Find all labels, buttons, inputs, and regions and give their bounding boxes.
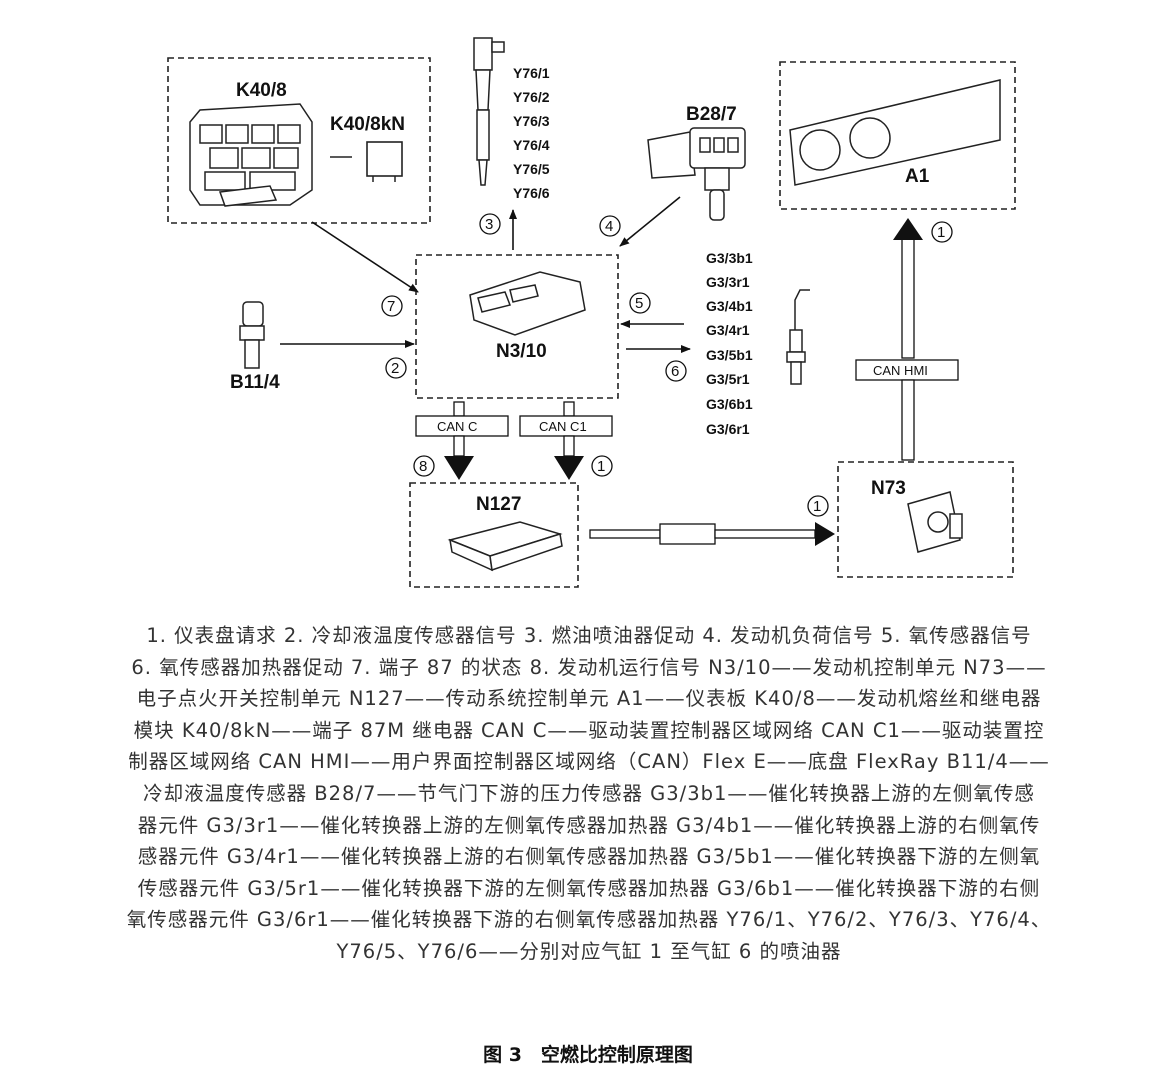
- legend-line: 传感器元件 G3/5r1——催化转换器下游的左侧氧传感器加热器 G3/6b1——…: [137, 876, 1041, 900]
- n127-control-unit: N127: [409, 482, 579, 588]
- step-6-badge: 6: [665, 360, 687, 382]
- transmission-module-icon: [447, 521, 563, 572]
- ecu-icon: [469, 271, 586, 336]
- n73-label: N73: [871, 478, 906, 499]
- legend-line: 感器元件 G3/4r1——催化转换器上游的右侧氧传感器加热器 G3/5b1——催…: [137, 845, 1041, 869]
- svg-text:2: 2: [391, 360, 399, 377]
- n127-label: N127: [476, 494, 521, 515]
- coolant-sensor-icon: [239, 301, 265, 369]
- pressure-sensor-icon: [647, 127, 746, 221]
- fuse-relay-module-icon: [189, 103, 313, 207]
- y76-1-label: Y76/1: [513, 65, 550, 81]
- svg-text:6: 6: [671, 363, 679, 380]
- step-5-badge: 5: [629, 292, 651, 314]
- g3-6r1-label: G3/6r1: [706, 421, 750, 437]
- flexray-link: [589, 522, 835, 546]
- g3-4r1-label: G3/4r1: [706, 322, 750, 338]
- g3-4b1-label: G3/4b1: [706, 298, 753, 314]
- k40-8-module: K40/8 K40/8kN: [167, 57, 431, 224]
- legend-line: Y76/5、Y76/6——分别对应气缸 1 至气缸 6 的喷油器: [336, 939, 842, 963]
- step-4-badge: 4: [599, 215, 621, 237]
- injector-labels: Y76/1 Y76/2 Y76/3 Y76/4 Y76/5 Y76/6: [513, 65, 550, 201]
- b11-4-label: B11/4: [230, 372, 280, 393]
- y76-5-label: Y76/5: [513, 161, 550, 177]
- o2-sensor-icon: [786, 289, 810, 385]
- o2-sensor-labels: G3/3b1 G3/3r1 G3/4b1 G3/4r1 G3/5b1 G3/5r…: [706, 250, 753, 437]
- g3-5b1-label: G3/5b1: [706, 347, 753, 363]
- step-1-hmi-badge: 1: [931, 221, 953, 243]
- step-3-badge: 3: [479, 213, 501, 235]
- can-hmi-label: CAN HMI: [873, 363, 928, 378]
- svg-text:1: 1: [813, 498, 821, 515]
- can-c1-label: CAN C1: [539, 419, 587, 434]
- step-1-can-c1-badge: 1: [591, 455, 613, 477]
- fuel-injector-icon: [473, 37, 505, 186]
- legend-line: 电子点火开关控制单元 N127——传动系统控制单元 A1——仪表板 K40/8—…: [136, 687, 1042, 711]
- arrow-terminal: [311, 221, 419, 293]
- svg-text:8: 8: [419, 458, 427, 475]
- can-c-bus: CAN C: [415, 401, 509, 480]
- svg-text:4: 4: [605, 218, 613, 235]
- legend-line: 6. 氧传感器加热器促动 7. 端子 87 的状态 8. 发动机运行信号 N3/…: [131, 655, 1047, 679]
- b28-7-label: B28/7: [686, 104, 737, 125]
- y76-2-label: Y76/2: [513, 89, 550, 105]
- legend-line: 氧传感器元件 G3/6r1——催化转换器下游的右侧氧传感器加热器 Y76/1、Y…: [126, 908, 1052, 932]
- can-hmi-bus: CAN HMI: [855, 218, 959, 461]
- k40-8kn-label: K40/8kN: [330, 114, 405, 135]
- svg-text:1: 1: [597, 458, 605, 475]
- ignition-switch-icon: [907, 491, 963, 553]
- svg-text:1: 1: [937, 224, 945, 241]
- y76-3-label: Y76/3: [513, 113, 550, 129]
- figure-caption: 图 3 空燃比控制原理图: [483, 1044, 693, 1066]
- instrument-cluster-icon: [789, 79, 1001, 186]
- g3-3b1-label: G3/3b1: [706, 250, 753, 266]
- legend-line: 模块 K40/8kN——端子 87M 继电器 CAN C——驱动装置控制器区域网…: [133, 718, 1045, 742]
- legend-line: 1. 仪表盘请求 2. 冷却液温度传感器信号 3. 燃油喷油器促动 4. 发动机…: [146, 624, 1032, 647]
- g3-5r1-label: G3/5r1: [706, 371, 750, 387]
- control-diagram: K40/8 K40/8kN Y76/1 Y76/2 Y76/3 Y76/4 Y7…: [167, 37, 1016, 588]
- relay-icon: [366, 141, 403, 182]
- n3-10-control-unit: N3/10: [415, 254, 619, 399]
- legend: 1. 仪表盘请求 2. 冷却液温度传感器信号 3. 燃油喷油器促动 4. 发动机…: [14, 620, 1164, 968]
- step-1-flexray-badge: 1: [807, 495, 829, 517]
- g3-3r1-label: G3/3r1: [706, 274, 750, 290]
- legend-line: 冷却液温度传感器 B28/7——节气门下游的压力传感器 G3/3b1——催化转换…: [143, 781, 1035, 805]
- can-c1-bus: CAN C1: [519, 401, 613, 480]
- a1-instrument-panel: A1: [779, 61, 1016, 210]
- g3-6b1-label: G3/6b1: [706, 396, 753, 412]
- can-c-label: CAN C: [437, 419, 477, 434]
- step-8-badge: 8: [413, 455, 435, 477]
- k40-8-label: K40/8: [236, 80, 287, 101]
- svg-text:7: 7: [387, 298, 395, 315]
- step-2-badge: 2: [385, 357, 407, 379]
- y76-6-label: Y76/6: [513, 185, 550, 201]
- n3-10-label: N3/10: [496, 341, 547, 362]
- step-7-badge: 7: [381, 295, 403, 317]
- y76-4-label: Y76/4: [513, 137, 550, 153]
- legend-line: 制器区域网络 CAN HMI——用户界面控制器区域网络（CAN）Flex E——…: [128, 750, 1050, 774]
- legend-line: 器元件 G3/3r1——催化转换器上游的左侧氧传感器加热器 G3/4b1——催化…: [137, 813, 1041, 837]
- a1-label: A1: [905, 166, 930, 187]
- svg-text:5: 5: [635, 295, 643, 312]
- n73-ignition-switch-unit: N73: [837, 461, 1014, 578]
- arrow-pressure: [619, 196, 681, 247]
- svg-text:3: 3: [485, 216, 493, 233]
